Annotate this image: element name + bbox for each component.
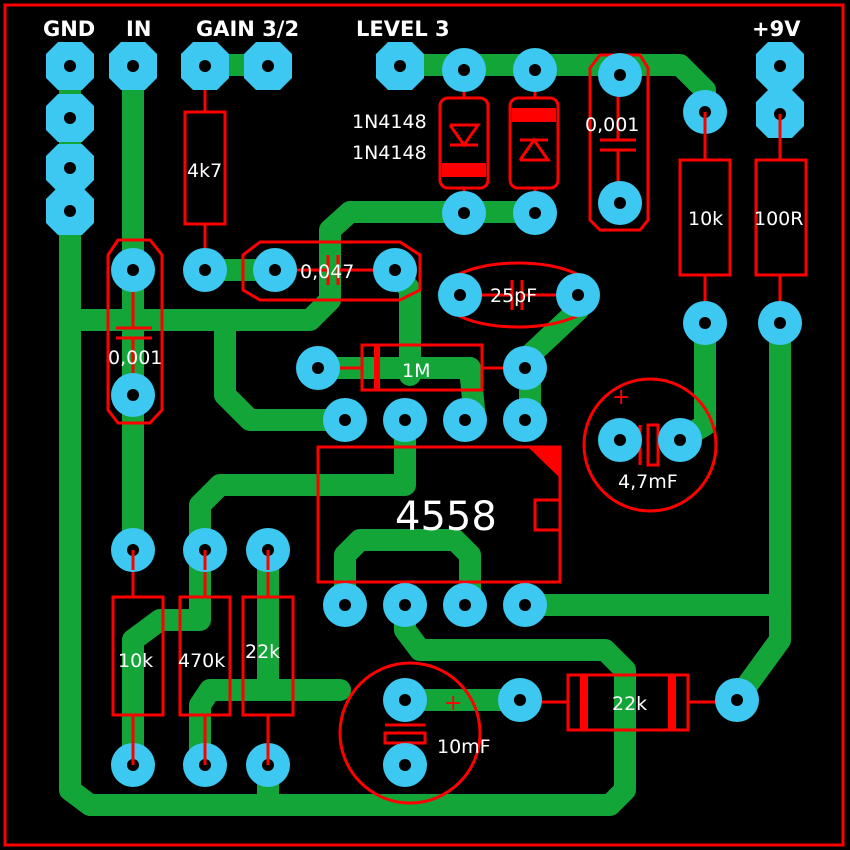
cap-10mf-outline (338, 661, 482, 805)
label-d2: 1N4148 (352, 142, 427, 164)
header-in: IN (126, 17, 151, 41)
label-0001-top: 0,001 (585, 114, 639, 136)
label-100r: 100R (754, 208, 803, 230)
label-10mf: 10mF (437, 736, 491, 758)
cap-0001-top-outline (588, 53, 650, 232)
label-47mf: 4,7mF (618, 471, 678, 493)
silkscreen-fills (374, 108, 676, 730)
label-0001-left: 0,001 (108, 347, 162, 369)
component-labels: 4k7 1N4148 1N4148 0,001 10k 100R 0,047 2… (108, 111, 803, 758)
ic-pin1-marker (528, 447, 560, 478)
label-d1: 1N4148 (352, 111, 427, 133)
header-level: LEVEL 3 (356, 17, 450, 41)
label-0047: 0,047 (300, 261, 354, 283)
label-25pf: 25pF (490, 285, 537, 307)
label-ic-4558: 4558 (395, 494, 497, 540)
header-9v: +9V (752, 17, 801, 41)
header-pads (46, 42, 804, 235)
plus-47mf: + (612, 385, 630, 410)
pads (46, 42, 804, 787)
diode-2-band (512, 108, 556, 122)
header-labels: GND IN GAIN 3/2 LEVEL 3 +9V (43, 17, 801, 41)
label-10k-right: 10k (688, 208, 723, 230)
label-22k-right: 22k (612, 693, 647, 715)
label-1m: 1M (402, 360, 430, 382)
diode-1-band (442, 163, 486, 177)
label-4k7: 4k7 (187, 160, 222, 182)
header-gain: GAIN 3/2 (196, 17, 299, 41)
label-470k: 470k (178, 650, 225, 672)
silkscreen (106, 53, 808, 805)
ic-4558-body (316, 445, 562, 584)
cap-47mf-outline (582, 377, 718, 513)
cap-0047-outline (241, 240, 422, 302)
plus-10mf: + (444, 691, 462, 716)
header-gnd: GND (43, 17, 95, 41)
label-22k-bottom: 22k (245, 641, 280, 663)
resistor-10k-bottom-body (111, 595, 165, 717)
label-10k-bottom: 10k (118, 650, 153, 672)
cap-0001-left-outline (106, 238, 164, 425)
